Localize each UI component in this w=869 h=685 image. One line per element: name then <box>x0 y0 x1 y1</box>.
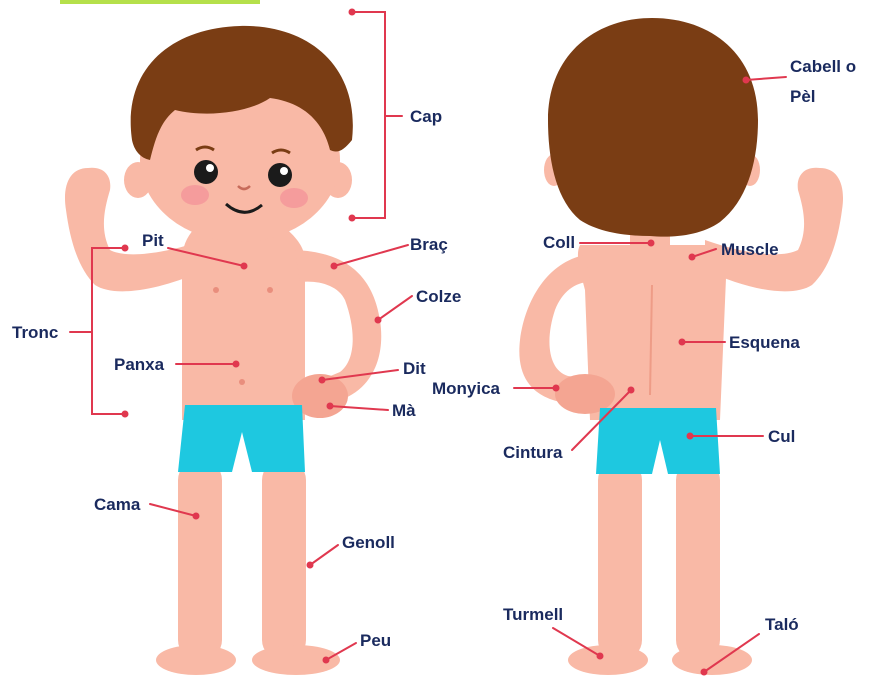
brac-pointer <box>334 245 408 266</box>
front-navel <box>239 379 245 385</box>
genoll-pointer <box>310 545 338 565</box>
back-left-foot <box>568 645 648 675</box>
colze-pointer <box>378 296 412 320</box>
label-muscle: Muscle <box>721 240 779 259</box>
back-right-foot <box>672 645 752 675</box>
front-torso <box>182 225 305 420</box>
label-genoll: Genoll <box>342 533 395 552</box>
front-right-foot <box>156 645 236 675</box>
cabell-pointer <box>746 77 786 80</box>
label-cul: Cul <box>768 427 795 446</box>
label-ma: Mà <box>392 401 416 420</box>
label-talo: Taló <box>765 615 799 634</box>
label-cabell-line1: Cabell o <box>790 57 856 76</box>
label-peu: Peu <box>360 631 391 650</box>
front-left-cheek <box>280 188 308 208</box>
front-right-eye <box>194 160 218 184</box>
front-left-leg <box>262 460 306 660</box>
back-hair <box>548 18 758 237</box>
top-accent-bar <box>60 0 260 4</box>
front-right-leg <box>178 460 222 660</box>
front-right-cheek <box>181 185 209 205</box>
label-esquena: Esquena <box>729 333 800 352</box>
cap-bracket <box>352 12 385 218</box>
front-figure <box>65 26 381 675</box>
label-cabell-line2: Pèl <box>790 87 816 106</box>
label-dit: Dit <box>403 359 426 378</box>
front-left-eye <box>268 163 292 187</box>
label-tronc: Tronc <box>12 323 58 342</box>
label-cintura: Cintura <box>503 443 563 462</box>
label-turmell: Turmell <box>503 605 563 624</box>
label-colze: Colze <box>416 287 461 306</box>
label-brac: Braç <box>410 235 448 254</box>
front-shorts <box>178 405 305 472</box>
label-cama: Cama <box>94 495 141 514</box>
back-right-leg <box>676 460 720 660</box>
label-pit: Pit <box>142 231 164 250</box>
back-left-leg <box>598 460 642 660</box>
label-cap: Cap <box>410 107 442 126</box>
back-shorts <box>596 408 720 474</box>
label-coll: Coll <box>543 233 575 252</box>
label-panxa: Panxa <box>114 355 165 374</box>
label-monyica: Monyica <box>432 379 501 398</box>
